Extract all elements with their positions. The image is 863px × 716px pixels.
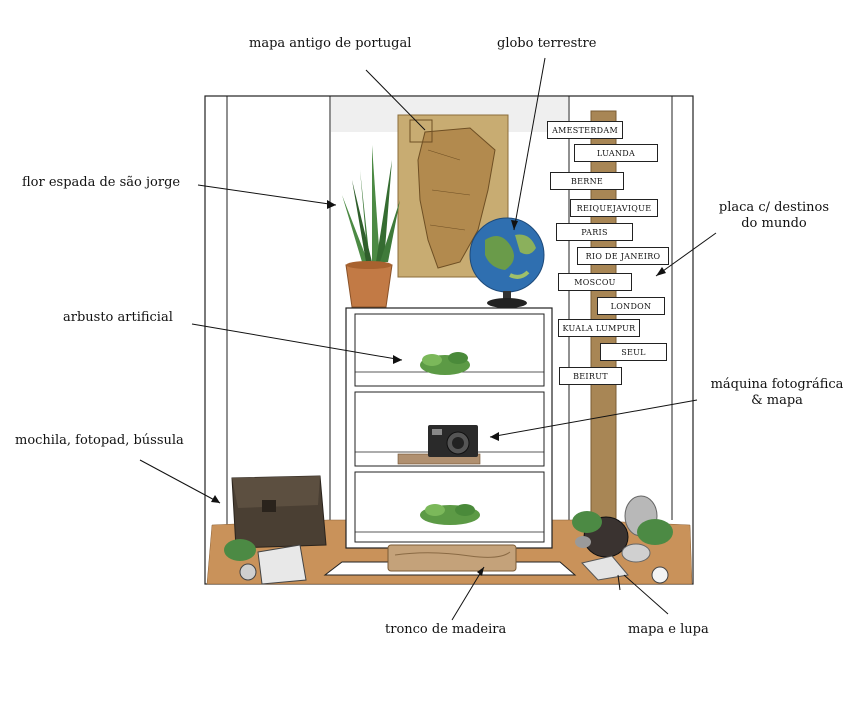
label-maquina: máquina fotográfica & mapa <box>697 377 857 409</box>
label-placa: placa c/ destinos do mundo <box>704 200 844 232</box>
sign-reiquejavique: REIQUEJAVIQUE <box>570 199 658 217</box>
label-tronco: tronco de madeira <box>385 622 507 637</box>
label-placa-line1: placa c/ destinos <box>718 200 830 215</box>
sign-kuala-lumpur: KUALA LUMPUR <box>558 319 640 337</box>
wooden-log <box>323 544 577 576</box>
backpack <box>224 475 327 585</box>
leader-flor <box>197 184 337 206</box>
leader-maquina <box>489 399 698 438</box>
leader-mochila <box>139 459 221 504</box>
leader-placa <box>655 232 717 277</box>
sign-london: LONDON <box>597 297 665 315</box>
label-arbusto: arbusto artificial <box>63 310 173 325</box>
artificial-shrub-bottom <box>420 504 480 525</box>
artificial-shrub-top <box>420 352 470 375</box>
label-mochila: mochila, fotopad, bússula <box>15 433 184 448</box>
sign-moscou: MOSCOU <box>558 273 632 291</box>
leader-mapa-lupa-1 <box>623 574 669 615</box>
label-maquina-line2: & mapa <box>751 393 803 408</box>
leader-arbusto <box>191 323 403 361</box>
cork-floor-edge <box>206 519 693 585</box>
sign-seul: SEUL <box>600 343 667 361</box>
leader-arrowheads <box>211 200 666 576</box>
snake-plant <box>342 145 400 308</box>
label-maquina-line1: máquina fotográfica <box>710 377 844 392</box>
sign-berne: BERNE <box>550 172 624 190</box>
sign-paris: PARIS <box>556 223 633 241</box>
label-globo: globo terrestre <box>497 36 597 51</box>
sign-beirut: BEIRUT <box>559 367 622 385</box>
label-mapa-lupa: mapa e lupa <box>628 622 709 637</box>
leader-mapa-lupa-2 <box>617 574 621 591</box>
camera-and-map <box>397 425 481 465</box>
sign-amesterdam: AMESTERDAM <box>547 121 623 139</box>
map-and-magnifier <box>581 555 669 584</box>
sign-luanda: LUANDA <box>574 144 658 162</box>
label-flor: flor espada de são jorge <box>22 175 181 190</box>
rocks-and-plants <box>572 495 673 563</box>
leader-lines <box>139 57 717 621</box>
leader-mapa <box>365 69 426 131</box>
label-mapa-antigo: mapa antigo de portugal <box>249 36 412 51</box>
sign-rio-de-janeiro: RIO DE JANEIRO <box>577 247 669 265</box>
leader-globo <box>513 57 546 231</box>
terrestrial-globe <box>469 217 545 308</box>
leader-tronco <box>451 566 485 621</box>
label-placa-line2: do mundo <box>741 216 807 231</box>
